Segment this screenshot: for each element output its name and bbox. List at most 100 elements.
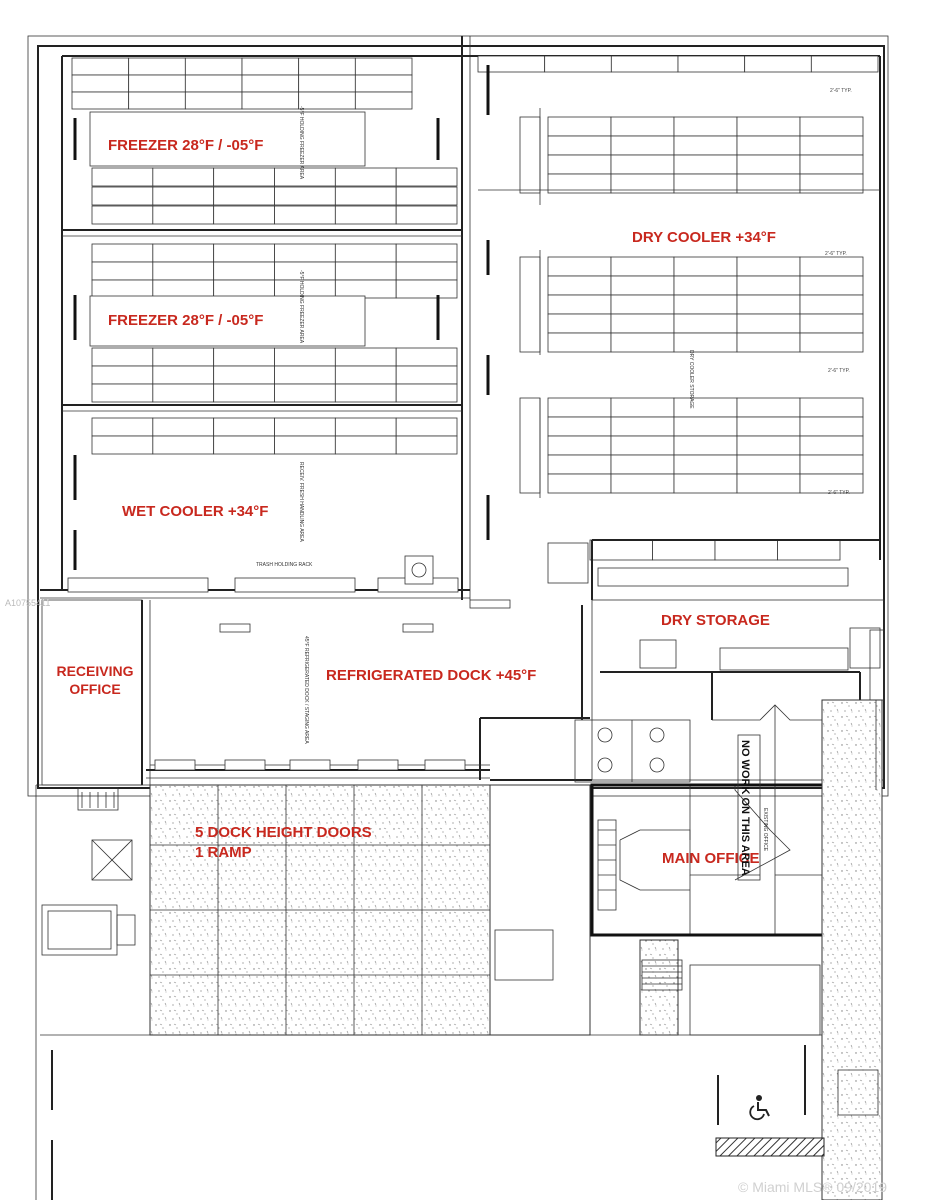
rack-bay xyxy=(395,279,458,299)
rack-bay xyxy=(799,473,864,494)
dry-cooler-label: DRY COOLER +34°F xyxy=(632,229,776,246)
rack-bay xyxy=(799,313,864,334)
rack-bay xyxy=(799,454,864,475)
rack-bay xyxy=(354,91,413,110)
rack-bay xyxy=(298,57,356,76)
rack-bay xyxy=(652,539,716,561)
rack-bay xyxy=(799,332,864,353)
rack-bay xyxy=(799,275,864,296)
rack-bay xyxy=(673,332,738,353)
receiving-office-label-line1: RECEIVING xyxy=(56,663,133,679)
freezer-top-racks xyxy=(71,57,458,455)
rack-bay xyxy=(213,243,275,263)
freezer-mid-label: FREEZER 28°F / -05°F xyxy=(108,312,263,329)
rack-bay xyxy=(547,154,612,175)
rack-bay xyxy=(152,365,215,385)
rack-bay xyxy=(334,243,397,263)
rack-bay xyxy=(610,135,675,156)
rack-bay xyxy=(334,205,397,225)
rack-bay xyxy=(395,347,458,367)
rack-bay xyxy=(152,435,215,455)
rack-bay xyxy=(71,57,130,76)
rack-bay xyxy=(152,279,215,299)
rack-bay xyxy=(152,167,215,187)
rack-bay xyxy=(799,256,864,277)
rack-bay xyxy=(152,383,215,403)
rack-bay xyxy=(91,243,154,263)
listing-id: A10755411 xyxy=(5,598,50,608)
dry-storage-label: DRY STORAGE xyxy=(661,612,770,629)
freezer-partitions xyxy=(62,118,462,570)
rack-bay xyxy=(213,279,275,299)
rack-bay xyxy=(91,205,154,225)
rack-bay xyxy=(610,294,675,315)
rack-bay xyxy=(544,55,612,73)
rack-bay xyxy=(89,295,366,347)
rack-bay xyxy=(673,416,738,437)
rack-bay xyxy=(395,435,458,455)
rack-bay xyxy=(547,294,612,315)
rack-bay xyxy=(184,57,243,76)
rack-bay xyxy=(673,435,738,456)
office-block xyxy=(574,599,885,937)
rack-bay xyxy=(71,91,130,110)
rack-bay xyxy=(736,154,801,175)
rack-bay xyxy=(547,435,612,456)
rack-bay xyxy=(91,279,154,299)
room-labels: FREEZER 28°F / -05°F FREEZER 28°F / -05°… xyxy=(56,137,775,876)
exterior-paving xyxy=(35,629,885,1200)
rack-bay xyxy=(810,55,879,73)
rack-bay xyxy=(799,397,864,418)
rack-bay xyxy=(673,256,738,277)
watermark: A10755411 © Miami MLS® 09/2019 xyxy=(5,598,887,1195)
rack-bay xyxy=(334,261,397,281)
rack-bay xyxy=(274,417,336,437)
wet-cooler-label: WET COOLER +34°F xyxy=(122,503,268,520)
rack-bay xyxy=(91,417,154,437)
rack-bay xyxy=(673,275,738,296)
holding-freezer-note-2: -5°F HOLDING FREEZER AREA xyxy=(298,270,304,344)
rack-bay xyxy=(736,473,801,494)
rack-bay xyxy=(91,435,154,455)
rack-bay xyxy=(736,435,801,456)
rack-note: TRASH HOLDING RACK xyxy=(256,562,313,568)
rack-bay xyxy=(547,473,612,494)
rack-bay xyxy=(610,416,675,437)
rack-bay xyxy=(610,154,675,175)
rack-bay xyxy=(395,167,458,187)
rack-bay xyxy=(213,347,275,367)
rack-bay xyxy=(610,55,679,73)
rack-bay xyxy=(274,383,336,403)
rack-bay xyxy=(184,91,243,110)
rack-bay xyxy=(547,135,612,156)
rack-bay xyxy=(334,383,397,403)
rack-bay xyxy=(610,256,675,277)
rack-bay xyxy=(395,417,458,437)
rack-bay xyxy=(547,454,612,475)
main-office-label: MAIN OFFICE xyxy=(662,850,760,867)
rack-bay xyxy=(128,57,186,76)
rack-bay xyxy=(213,417,275,437)
dock-doors-label-line1: 5 DOCK HEIGHT DOORS xyxy=(195,824,372,841)
rack-bay xyxy=(519,256,541,353)
rack-bay xyxy=(736,332,801,353)
office-note: EXISTING OFFICE xyxy=(762,808,768,852)
rack-bay xyxy=(610,435,675,456)
rack-bay xyxy=(714,539,778,561)
rack-bay xyxy=(152,186,215,206)
typ-note-3: 2'-6" TYP. xyxy=(828,368,850,374)
rack-bay xyxy=(673,313,738,334)
rack-bay xyxy=(799,294,864,315)
rack-bay xyxy=(89,111,366,167)
rack-bay xyxy=(799,416,864,437)
rack-bay xyxy=(799,135,864,156)
rack-bay xyxy=(673,116,738,137)
rack-bay xyxy=(777,539,841,561)
rack-bay xyxy=(610,473,675,494)
rack-bay xyxy=(152,243,215,263)
typ-note-1: 2'-6" TYP. xyxy=(830,88,852,94)
rack-bay xyxy=(152,205,215,225)
typ-note-4: 2'-6" TYP. xyxy=(828,490,850,496)
rack-bay xyxy=(241,57,300,76)
